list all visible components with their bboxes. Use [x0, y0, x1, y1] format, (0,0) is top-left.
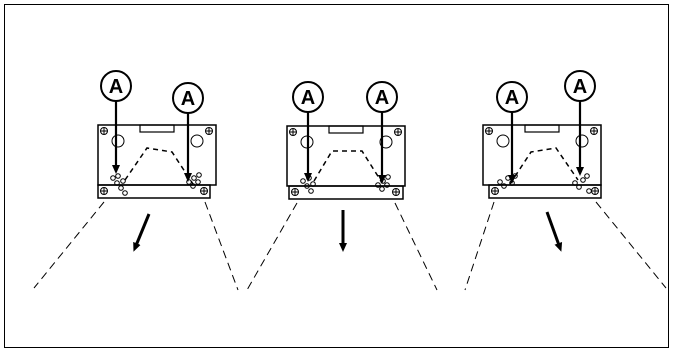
callout-label: A — [181, 88, 195, 110]
plate-slot — [524, 124, 560, 133]
direction-arrow-icon — [545, 211, 563, 252]
mounting-hole — [190, 134, 204, 148]
callout-label: A — [573, 76, 587, 98]
terminal-group-left — [300, 175, 316, 194]
mounting-hole — [496, 134, 510, 148]
wire-path — [124, 147, 194, 185]
direction-arrow-icon — [133, 213, 151, 252]
callout-a: A — [100, 70, 132, 174]
plate-slot — [328, 125, 364, 134]
base-bar — [288, 185, 404, 200]
screw-icon — [205, 127, 213, 135]
wire-path — [509, 147, 579, 185]
callout-a: A — [564, 70, 596, 176]
screw-icon — [100, 187, 108, 195]
callout-label: A — [505, 87, 519, 109]
panel-center: A A — [246, 81, 438, 291]
view-boundary — [394, 202, 438, 291]
view-boundary — [204, 201, 239, 291]
terminal-group-right — [572, 173, 592, 194]
mounting-plate — [482, 124, 602, 186]
terminal-group-left — [497, 173, 518, 189]
callout-a: A — [366, 81, 398, 184]
base-bar — [488, 184, 602, 199]
callout-a: A — [496, 81, 528, 184]
callout-a: A — [292, 81, 324, 182]
screw-icon — [289, 128, 297, 136]
mounting-hole — [111, 134, 125, 148]
callout-label: A — [301, 87, 315, 109]
plate-slot — [139, 124, 175, 133]
screw-icon — [291, 188, 299, 196]
screw-icon — [394, 128, 402, 136]
screw-icon — [591, 187, 599, 195]
panel-left: A A — [33, 70, 239, 291]
view-boundary — [33, 201, 105, 289]
screw-icon — [491, 187, 499, 195]
screw-icon — [485, 127, 493, 135]
mounting-hole — [379, 135, 393, 149]
callout-label: A — [109, 76, 123, 98]
base-bar — [97, 184, 211, 199]
screw-icon — [200, 187, 208, 195]
screw-icon — [392, 188, 400, 196]
terminal-group-left — [110, 173, 128, 196]
view-boundary — [595, 201, 667, 289]
mounting-hole — [575, 134, 589, 148]
view-boundary — [246, 202, 298, 291]
screw-icon — [590, 127, 598, 135]
view-boundary — [464, 201, 495, 291]
callout-a: A — [172, 82, 204, 182]
screw-icon — [100, 127, 108, 135]
callout-label: A — [375, 87, 389, 109]
mounting-plate — [286, 125, 406, 187]
panel-right: A A — [464, 70, 667, 291]
wire-path — [313, 150, 382, 182]
